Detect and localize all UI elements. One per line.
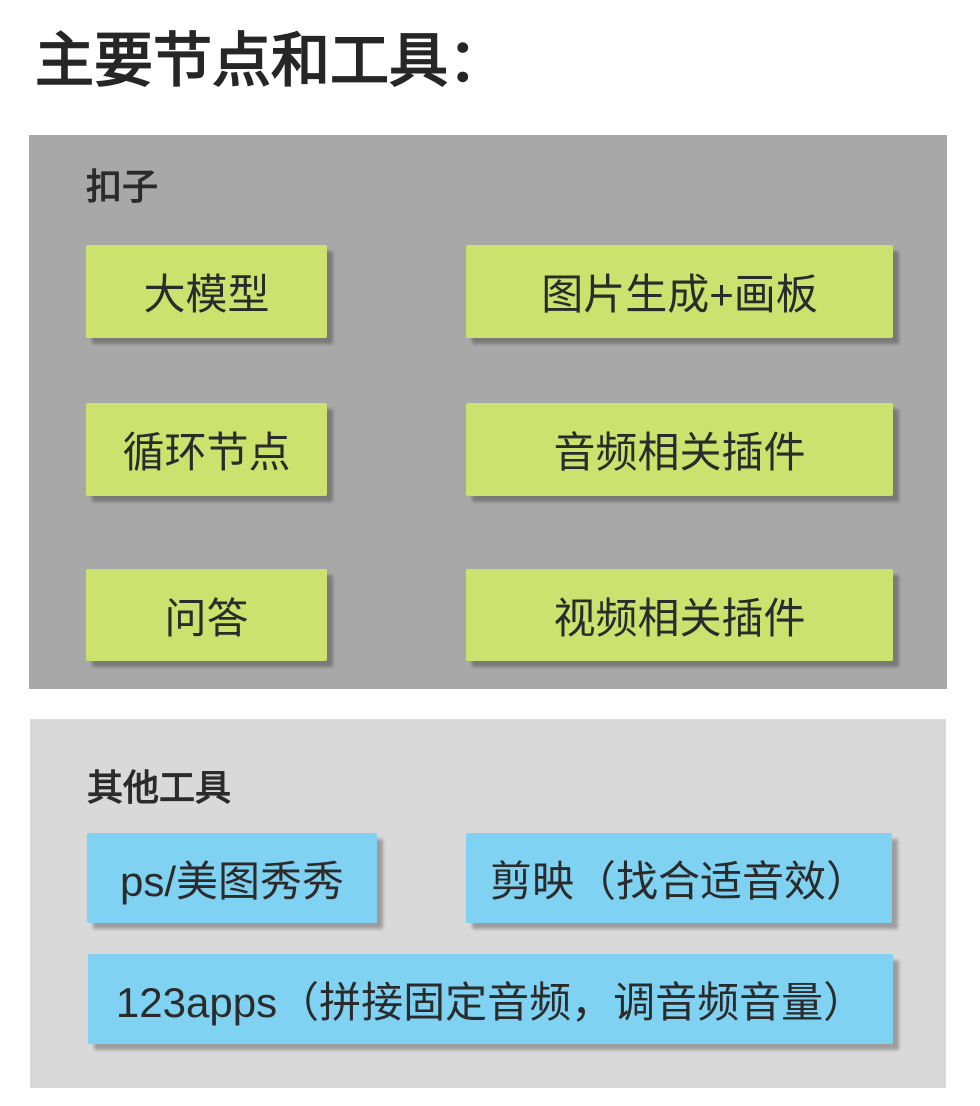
section-coze: 扣子 大模型 图片生成+画板 循环节点 音频相关插件 问答 视频相关插件 (29, 135, 947, 689)
page-title: 主要节点和工具： (35, 28, 508, 94)
node-box-audio-plugins: 音频相关插件 (466, 403, 893, 496)
node-box-image-generation-canvas: 图片生成+画板 (466, 245, 893, 338)
node-box-large-model: 大模型 (86, 245, 327, 338)
node-box-loop-node: 循环节点 (86, 403, 327, 496)
tool-box-123apps: 123apps（拼接固定音频，调音频音量） (88, 954, 893, 1044)
section-other-tools: 其他工具 ps/美图秀秀 剪映（找合适音效） 123apps（拼接固定音频，调音… (30, 719, 946, 1088)
tool-box-ps-meitu: ps/美图秀秀 (87, 833, 377, 923)
node-box-qa: 问答 (86, 569, 327, 661)
section-other-tools-label: 其他工具 (87, 767, 232, 808)
tool-box-jianying: 剪映（找合适音效） (466, 833, 892, 923)
section-coze-label: 扣子 (86, 166, 159, 207)
node-box-video-plugins: 视频相关插件 (466, 569, 893, 661)
